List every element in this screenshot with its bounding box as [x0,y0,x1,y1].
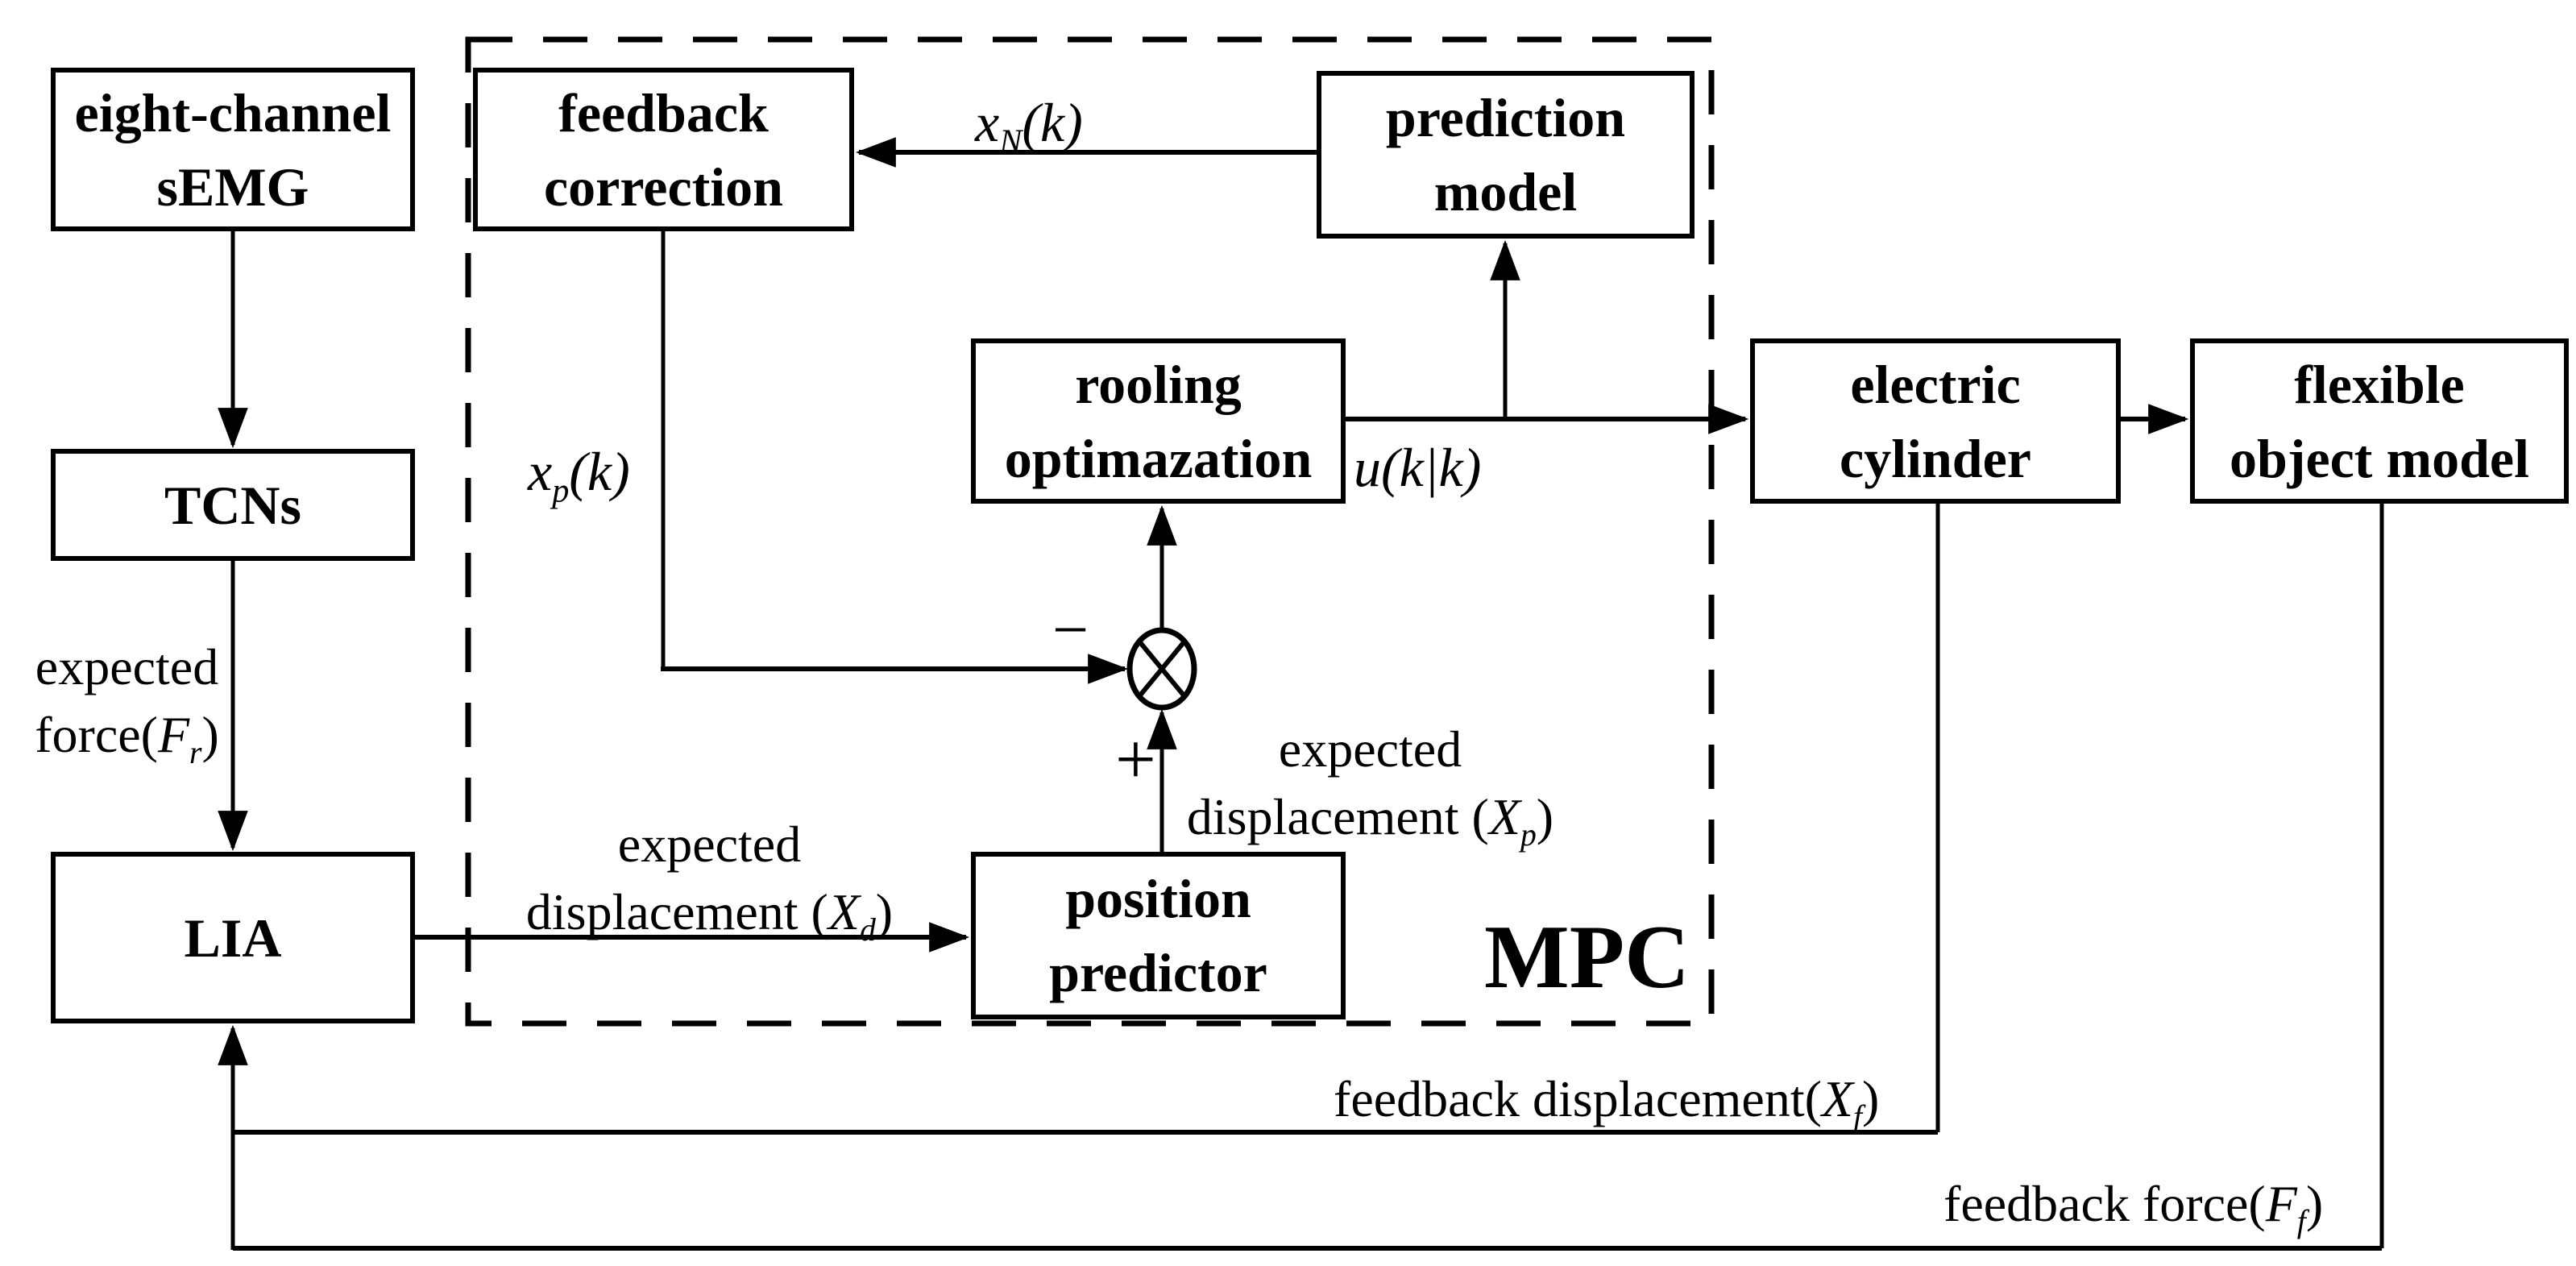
block-label: model [1433,161,1578,222]
block-label: optimazation [1004,427,1313,489]
label-mpc-region: MPC [1484,907,1690,1007]
block-lia: LIA [51,852,415,1023]
label-xN-k: xN(k) [975,92,1083,161]
block-rolling-optimization: rooling optimazation [971,338,1346,504]
block-label: sEMG [156,156,309,218]
label-u-kk: u(k|k) [1354,437,1482,498]
block-eight-channel-semg: eight-channel sEMG [51,68,415,231]
block-label: LIA [184,907,282,969]
block-feedback-correction: feedback correction [473,68,854,231]
block-label: correction [543,156,784,218]
mpc-region-boundary [465,36,1715,1027]
block-label: electric [1850,353,2021,415]
block-tcns: TCNs [51,449,415,561]
label-feedback-displacement: feedback displacement(Xf) [1334,1070,1880,1135]
block-electric-cylinder: electric cylinder [1750,338,2121,504]
label-minus-sign: − [1052,595,1089,666]
block-label: TCNs [164,474,302,536]
block-label: feedback [558,81,769,143]
label-expected-displacement-xp: expected displacement (Xp) [1186,720,1554,853]
block-label: cylinder [1840,427,2031,489]
block-label: position [1065,868,1251,929]
block-label: predictor [1049,942,1267,1003]
block-flexible-object-model: flexible object model [2190,338,2569,504]
block-position-predictor: position predictor [971,852,1346,1019]
block-label: prediction [1385,87,1626,148]
block-label: rooling [1075,353,1242,415]
block-prediction-model: prediction model [1317,71,1695,239]
label-plus-sign: + [1115,720,1156,799]
block-label: eight-channel [74,81,392,143]
label-xp-k: xp(k) [528,441,630,510]
block-label: object model [2229,427,2529,489]
block-label: flexible [2294,353,2465,415]
label-expected-displacement-xd: expected displacement (Xd) [525,816,894,948]
label-feedback-force: feedback force(Ff) [1943,1175,2324,1239]
sum-junction [1126,627,1197,711]
label-expected-force: expected force(Fr) [35,638,219,770]
